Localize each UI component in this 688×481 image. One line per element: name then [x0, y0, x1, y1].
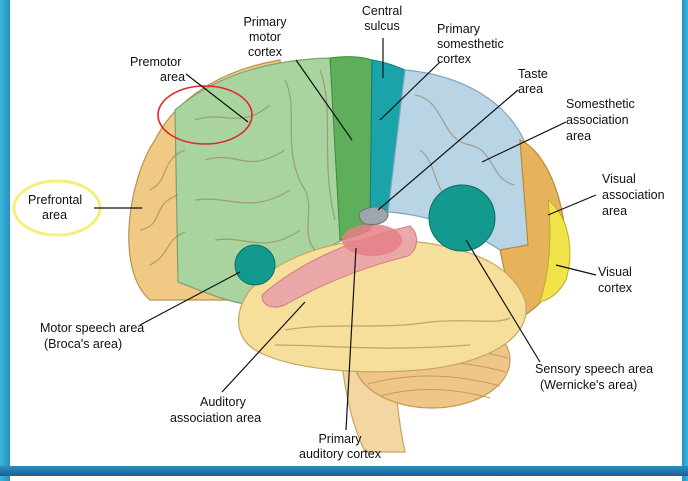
label-somesthetic-association-line3: area: [566, 129, 591, 143]
label-auditory-association: Auditory association area: [170, 395, 261, 425]
svg-text:sulcus: sulcus: [364, 19, 399, 33]
label-somesthetic-association: Somesthetic association area: [566, 97, 635, 143]
svg-text:(Wernicke's area): (Wernicke's area): [540, 378, 637, 392]
gyri-texture: [139, 69, 516, 349]
label-primary-auditory: Primary auditory cortex: [299, 432, 382, 461]
svg-text:Primary: Primary: [318, 432, 362, 446]
svg-text:Motor speech area: Motor speech area: [40, 321, 144, 335]
label-prefrontal-line1: Prefrontal: [28, 193, 82, 207]
svg-text:Prefrontal: Prefrontal: [28, 193, 82, 207]
svg-text:auditory cortex: auditory cortex: [299, 447, 382, 461]
svg-text:Sensory speech area: Sensory speech area: [535, 362, 653, 376]
label-motor-speech-line1: Motor speech area: [40, 321, 144, 335]
svg-text:(Broca's area): (Broca's area): [44, 337, 122, 351]
label-primary-auditory-line1: Primary: [318, 432, 362, 446]
svg-text:area: area: [566, 129, 591, 143]
visual-cortex-region: [539, 198, 571, 303]
label-primary-somesthetic-line3: cortex: [437, 52, 472, 66]
svg-text:motor: motor: [249, 30, 281, 44]
label-visual-association-line3: area: [602, 204, 627, 218]
svg-text:Somesthetic: Somesthetic: [566, 97, 635, 111]
svg-text:cortex: cortex: [437, 52, 472, 66]
label-primary-somesthetic-line2: somesthetic: [437, 37, 504, 51]
label-motor-speech-line2: (Broca's area): [44, 337, 122, 351]
svg-text:association area: association area: [170, 411, 261, 425]
svg-text:area: area: [602, 204, 627, 218]
svg-text:Premotor: Premotor: [130, 55, 181, 69]
svg-text:cortex: cortex: [248, 45, 283, 59]
svg-text:Taste: Taste: [518, 67, 548, 81]
svg-text:area: area: [160, 70, 185, 84]
label-central-sulcus: Central sulcus: [362, 4, 402, 33]
label-central-sulcus-line2: sulcus: [364, 19, 399, 33]
label-premotor-line2: area: [160, 70, 185, 84]
wernickes-area-region: [428, 184, 496, 252]
svg-text:Primary: Primary: [243, 15, 287, 29]
label-auditory-association-line1: Auditory: [200, 395, 247, 409]
label-prefrontal: Prefrontal area: [28, 193, 82, 222]
label-taste-line1: Taste: [518, 67, 548, 81]
svg-text:Primary: Primary: [437, 22, 481, 36]
premotor-region: [174, 57, 361, 306]
label-primary-motor-line3: cortex: [248, 45, 283, 59]
label-premotor: Premotor area: [130, 55, 185, 84]
label-visual-cortex-line2: cortex: [598, 281, 633, 295]
svg-text:area: area: [42, 208, 67, 222]
svg-text:Visual: Visual: [602, 172, 636, 186]
label-motor-speech: Motor speech area (Broca's area): [40, 321, 144, 351]
label-somesthetic-association-line2: association: [566, 113, 629, 127]
label-primary-motor: Primary motor cortex: [243, 15, 287, 59]
label-prefrontal-line2: area: [42, 208, 67, 222]
label-taste-line2: area: [518, 82, 543, 96]
svg-text:association: association: [566, 113, 629, 127]
label-primary-somesthetic: Primary somesthetic cortex: [437, 22, 504, 66]
taste-area-region: [358, 206, 389, 225]
svg-text:Central: Central: [362, 4, 402, 18]
label-primary-somesthetic-line1: Primary: [437, 22, 481, 36]
label-primary-motor-line2: motor: [249, 30, 281, 44]
leader-lines: [94, 38, 597, 431]
premotor-highlight-circle: [157, 85, 253, 145]
label-visual-association: Visual association area: [602, 172, 665, 218]
svg-text:association: association: [602, 188, 665, 202]
svg-text:Auditory: Auditory: [200, 395, 247, 409]
label-visual-association-line1: Visual: [602, 172, 636, 186]
label-sensory-speech-line1: Sensory speech area: [535, 362, 653, 376]
slide-bottom-border: [0, 466, 688, 476]
label-central-sulcus-line1: Central: [362, 4, 402, 18]
svg-text:somesthetic: somesthetic: [437, 37, 504, 51]
brocas-area-region: [234, 244, 276, 286]
primary-auditory-region: [342, 224, 402, 256]
label-visual-association-line2: association: [602, 188, 665, 202]
label-somesthetic-association-line1: Somesthetic: [566, 97, 635, 111]
label-sensory-speech-line2: (Wernicke's area): [540, 378, 637, 392]
label-taste: Taste area: [518, 67, 548, 96]
svg-text:cortex: cortex: [598, 281, 633, 295]
label-visual-cortex: Visual cortex: [598, 265, 633, 295]
label-primary-motor-line1: Primary: [243, 15, 287, 29]
svg-text:Visual: Visual: [598, 265, 632, 279]
label-sensory-speech: Sensory speech area (Wernicke's area): [535, 362, 653, 392]
svg-text:area: area: [518, 82, 543, 96]
label-premotor-line1: Premotor: [130, 55, 181, 69]
label-visual-cortex-line1: Visual: [598, 265, 632, 279]
label-auditory-association-line2: association area: [170, 411, 261, 425]
label-primary-auditory-line2: auditory cortex: [299, 447, 382, 461]
